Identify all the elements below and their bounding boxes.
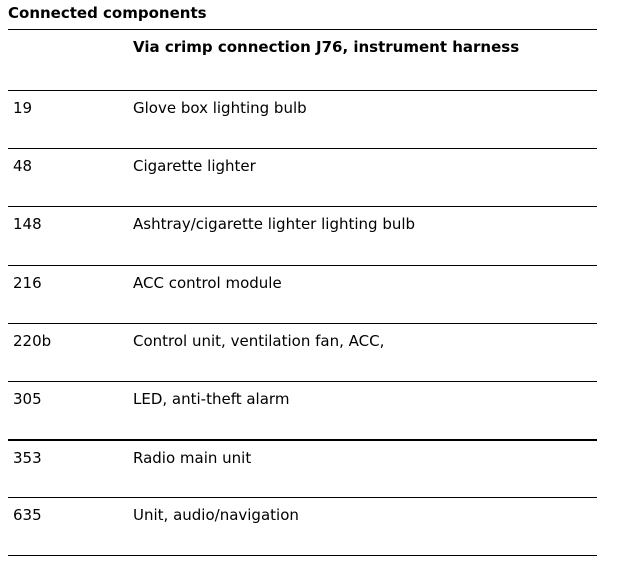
page-title: Connected components (8, 4, 207, 22)
component-description: LED, anti-theft alarm (133, 389, 290, 408)
component-code: 148 (13, 215, 42, 234)
table-row: 635 Unit, audio/navigation (8, 497, 597, 556)
component-code: 220b (13, 331, 52, 350)
component-description: Unit, audio/navigation (133, 506, 299, 525)
component-description: Cigarette lighter (133, 157, 256, 176)
component-description: ACC control module (133, 273, 282, 292)
component-description: Ashtray/cigarette lighter lighting bulb (133, 215, 416, 234)
table-row: 220b Control unit, ventilation fan, ACC, (8, 322, 597, 381)
component-code: 305 (13, 389, 42, 408)
table-row: 19 Glove box lighting bulb (8, 90, 597, 148)
component-description: Glove box lighting bulb (133, 99, 307, 117)
component-code: 48 (13, 157, 33, 176)
component-code: 635 (13, 506, 42, 525)
header-text: Via crimp connection J76, instrument har… (133, 38, 520, 56)
table-row: 353 Radio main unit (8, 439, 597, 497)
table-row: 148 Ashtray/cigarette lighter lighting b… (8, 206, 597, 264)
components-table: Via crimp connection J76, instrument har… (8, 29, 597, 556)
component-description: Control unit, ventilation fan, ACC, (133, 331, 385, 350)
table-row: 216 ACC control module (8, 264, 597, 323)
component-code: 216 (13, 273, 42, 292)
table-header: Via crimp connection J76, instrument har… (8, 29, 597, 90)
component-code: 19 (13, 99, 33, 117)
component-code: 353 (13, 449, 42, 468)
table-row: 305 LED, anti-theft alarm (8, 380, 597, 439)
table-row: 48 Cigarette lighter (8, 148, 597, 206)
component-description: Radio main unit (133, 449, 252, 468)
